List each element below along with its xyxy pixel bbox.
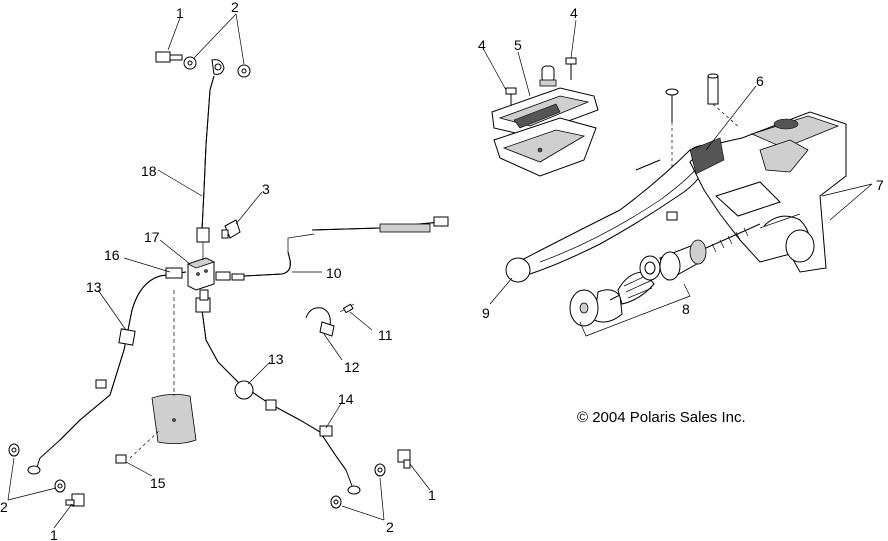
top-banjo-fitting	[211, 59, 225, 75]
callout-1-bottom-right: 1	[428, 487, 436, 503]
top-washer-left	[183, 56, 197, 70]
master-cylinder-body-7	[689, 111, 847, 273]
callout-13-left: 13	[86, 279, 102, 295]
callout-6: 6	[756, 73, 764, 89]
brake-hose-right-13-14	[195, 289, 361, 495]
callout-4-left: 4	[478, 37, 486, 53]
cap-screw-right	[565, 57, 577, 80]
top-bolt	[155, 51, 183, 63]
callout-2-bottom-left: 2	[0, 499, 8, 515]
brake-hose-10	[215, 216, 449, 281]
pin-sleeve	[707, 73, 741, 129]
brake-switch-3	[221, 219, 241, 239]
callout-18: 18	[141, 163, 157, 179]
callout-2-top: 2	[231, 0, 239, 15]
br-washer-upper	[374, 463, 386, 477]
top-washer-right	[237, 64, 251, 78]
junction-block-17	[186, 242, 216, 291]
br-washer-lower	[330, 495, 342, 509]
callout-7: 7	[876, 177, 884, 193]
callout-12: 12	[344, 359, 360, 375]
bracket-plate-15	[115, 290, 197, 464]
bl-bolt	[65, 493, 85, 507]
reservoir-cover-5	[491, 87, 599, 177]
pivot-bolt	[665, 88, 679, 221]
vent-plug	[539, 65, 557, 87]
callout-17: 17	[144, 229, 160, 245]
piston-kit-8	[569, 223, 761, 337]
callout-11: 11	[378, 327, 393, 343]
callout-9: 9	[482, 305, 490, 321]
callout-3: 3	[262, 181, 270, 197]
brake-hose-left-16-13	[27, 267, 187, 475]
callout-1-bottom-left: 1	[50, 527, 58, 541]
cap-screw-left	[505, 87, 517, 106]
callout-5: 5	[514, 37, 522, 53]
callout-15: 15	[150, 475, 166, 491]
clamp-11-12	[305, 303, 355, 337]
leader-lines-left	[7, 13, 431, 529]
bl-washer-upper	[8, 443, 20, 457]
br-bolt	[397, 449, 411, 469]
callout-8: 8	[682, 301, 690, 317]
leader-lines-right	[483, 19, 873, 305]
callout-13-right: 13	[268, 351, 284, 367]
brake-hose-18	[196, 75, 215, 243]
callout-4-right: 4	[570, 5, 578, 21]
callout-14: 14	[338, 391, 354, 407]
callout-10: 10	[326, 265, 342, 281]
copyright-notice: © 2004 Polaris Sales Inc.	[577, 409, 746, 426]
callout-2-bottom-right: 2	[386, 519, 394, 535]
callout-16: 16	[104, 247, 120, 263]
callout-1-top: 1	[176, 5, 184, 21]
bl-washer-lower	[54, 479, 66, 493]
